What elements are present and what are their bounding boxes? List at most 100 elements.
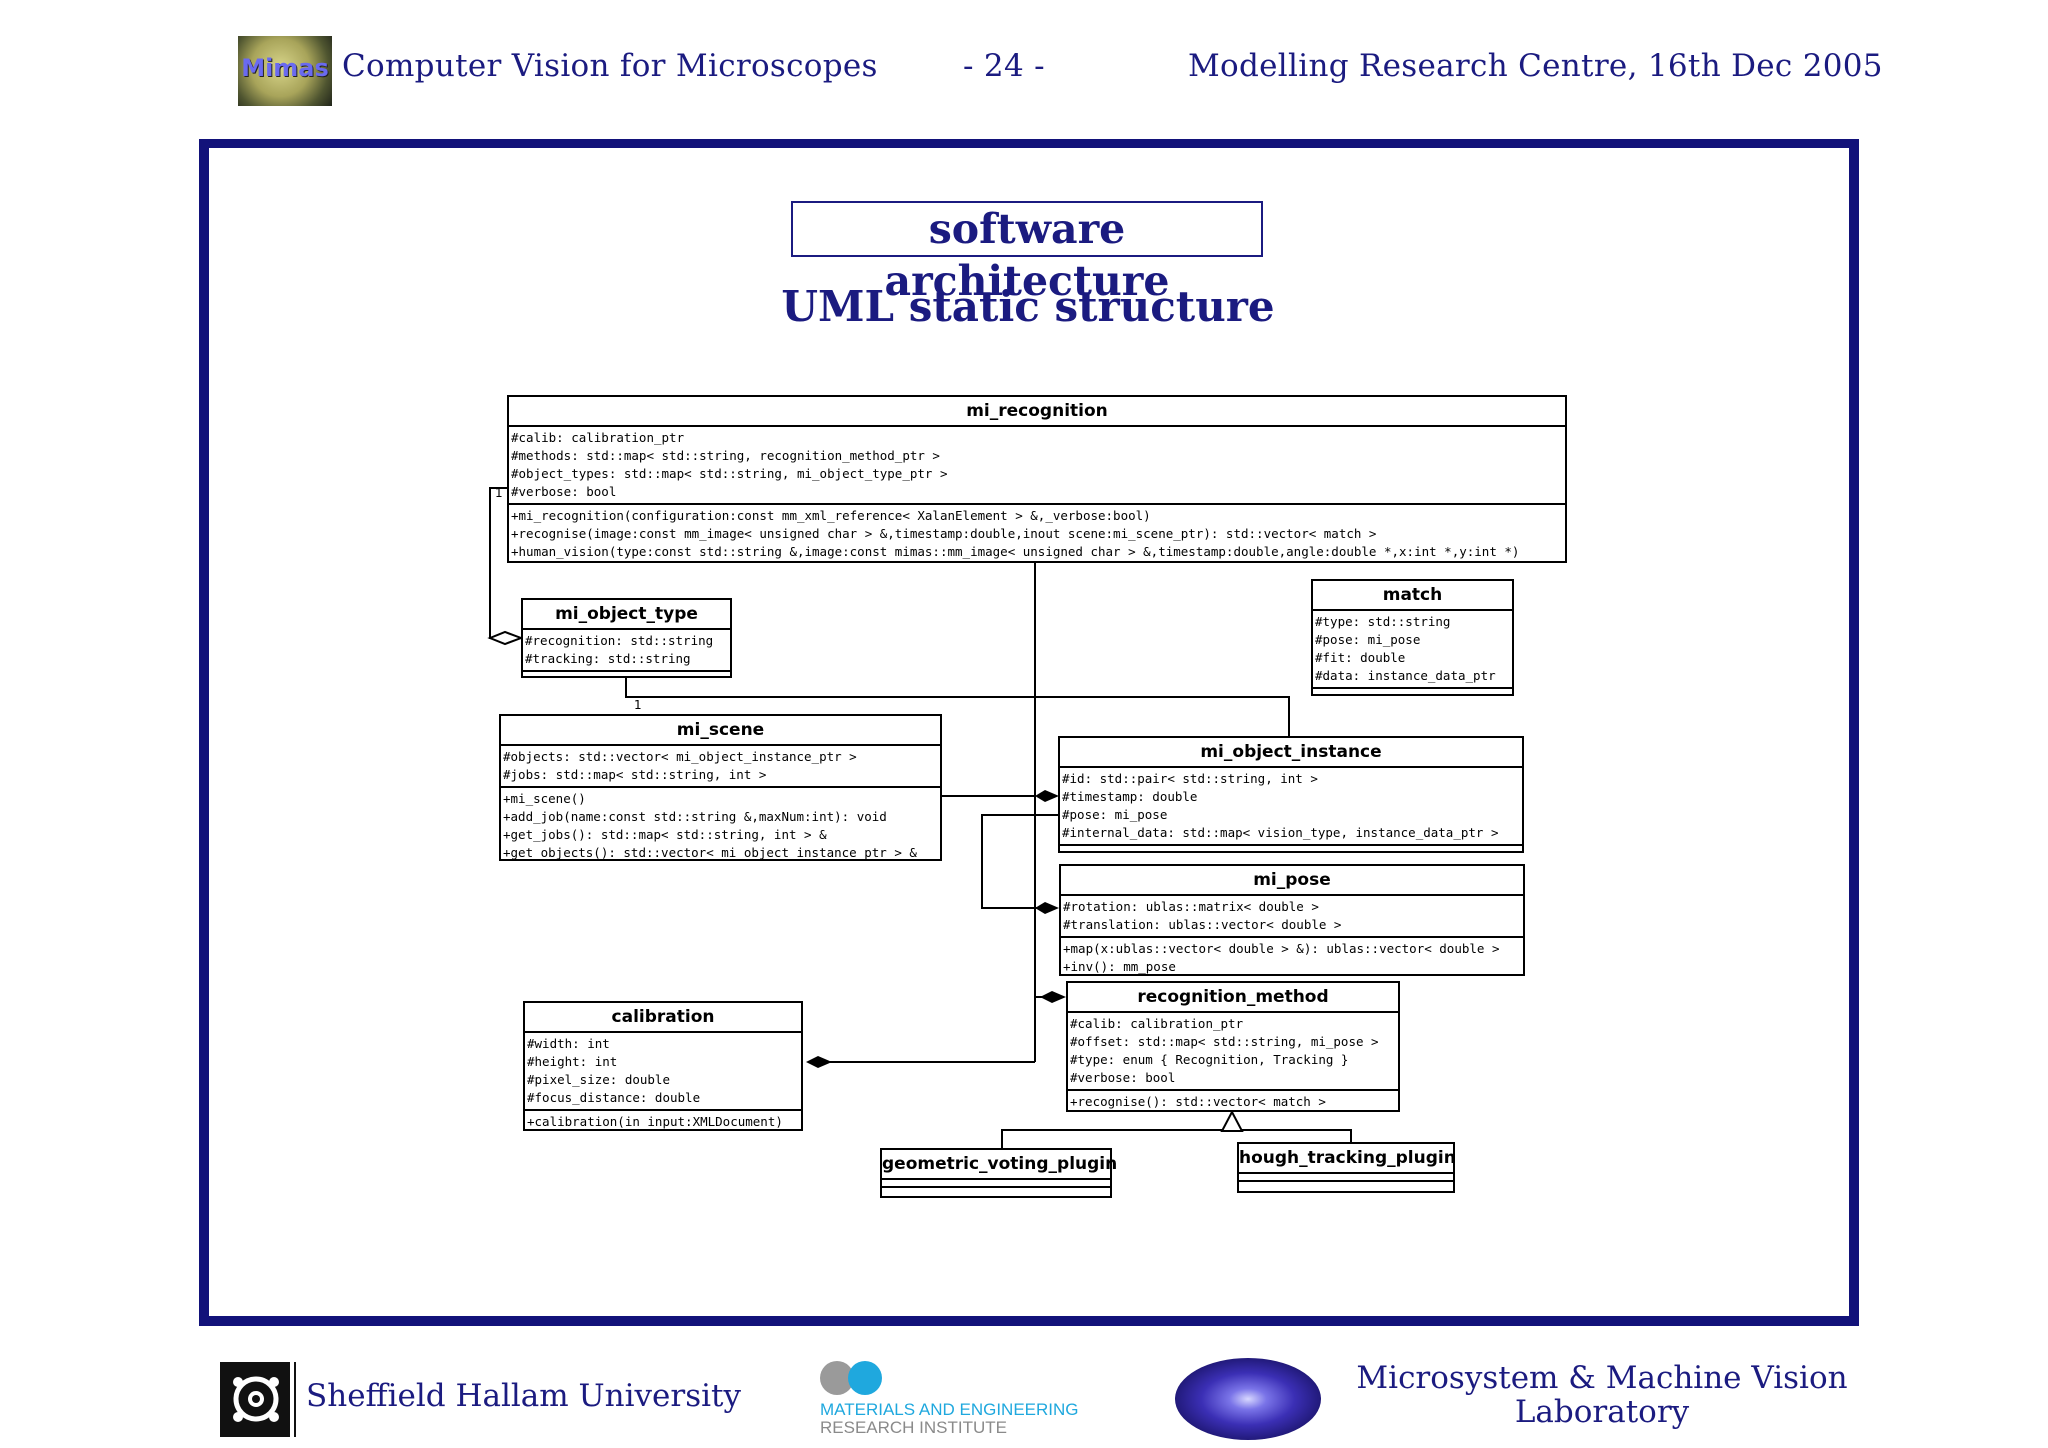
attribute: #objects: std::vector< mi_object_instanc…: [503, 749, 857, 764]
operations-section: [1060, 846, 1522, 852]
class-name: calibration: [525, 1003, 801, 1033]
attributes-section: #calib: calibration_ptr #offset: std::ma…: [1068, 1013, 1398, 1091]
operation: +human_vision(type:const std::string &,i…: [511, 544, 1520, 559]
attribute: #timestamp: double: [1062, 789, 1198, 804]
operations-section: +mi_recognition(configuration:const mm_x…: [509, 505, 1565, 563]
multiplicity-one: 1: [634, 698, 642, 712]
class-mi-scene: mi_scene #objects: std::vector< mi_objec…: [499, 714, 942, 861]
attribute: #type: enum { Recognition, Tracking }: [1070, 1052, 1349, 1067]
class-mi-recognition: mi_recognition #calib: calibration_ptr #…: [507, 395, 1567, 563]
class-name: mi_object_type: [523, 600, 730, 630]
attribute: #recognition: std::string: [525, 633, 714, 648]
class-recognition-method: recognition_method #calib: calibration_p…: [1066, 981, 1400, 1112]
operation: +calibration(in input:XMLDocument): [527, 1114, 783, 1129]
generalization-plugins: [1001, 1129, 1352, 1156]
attribute: #focus_distance: double: [527, 1090, 701, 1105]
header-right-title: Modelling Research Centre, 16th Dec 2005: [1188, 48, 1883, 84]
attribute: #internal_data: std::map< vision_type, i…: [1062, 825, 1499, 840]
class-name: mi_recognition: [509, 397, 1565, 427]
aggregation-diamond: [487, 630, 524, 646]
meri-line-1: MATERIALS AND ENGINEERING: [820, 1400, 1079, 1419]
operations-section: +calibration(in input:XMLDocument): [525, 1111, 801, 1133]
operation: +mi_recognition(configuration:const mm_x…: [511, 508, 1151, 523]
operations-section: [1239, 1182, 1453, 1188]
composition-diamond-calibration: [806, 1056, 832, 1068]
operations-section: [523, 672, 730, 678]
university-name: Sheffield Hallam University: [306, 1378, 741, 1414]
operation: +mi_scene(): [503, 791, 586, 806]
attribute: #calib: calibration_ptr: [1070, 1016, 1244, 1031]
composition-diamond-instance: [1035, 790, 1059, 802]
operations-section: [882, 1188, 1110, 1194]
shu-divider: [294, 1362, 296, 1437]
mimas-logo-text: Mimas: [241, 54, 329, 82]
meri-line-2: RESEARCH INSTITUTE: [820, 1418, 1008, 1437]
attributes-section: #id: std::pair< std::string, int > #time…: [1060, 768, 1522, 846]
attribute: #methods: std::map< std::string, recogni…: [511, 448, 940, 463]
class-hough-tracking-plugin: hough_tracking_plugin: [1237, 1142, 1456, 1193]
class-mi-object-instance: mi_object_instance #id: std::pair< std::…: [1058, 736, 1524, 853]
attribute: #height: int: [527, 1054, 618, 1069]
attributes-section: [1239, 1174, 1453, 1182]
operations-section: [1313, 689, 1512, 695]
class-mi-pose: mi_pose #rotation: ublas::matrix< double…: [1059, 864, 1525, 976]
lab-name-line-2: Laboratory: [1514, 1394, 1690, 1430]
operation: +get_objects(): std::vector< mi_object_i…: [503, 845, 917, 860]
operation: +recognise(image:const mm_image< unsigne…: [511, 526, 1377, 541]
operations-section: +recognise(): std::vector< match >: [1068, 1091, 1398, 1113]
attribute: #jobs: std::map< std::string, int >: [503, 767, 767, 782]
attributes-section: #recognition: std::string #tracking: std…: [523, 630, 730, 672]
class-name: mi_pose: [1061, 866, 1523, 896]
attributes-section: #rotation: ublas::matrix< double > #tran…: [1061, 896, 1523, 938]
composition-pose: [981, 814, 1060, 909]
attribute: #pose: mi_pose: [1315, 632, 1421, 647]
attribute: #verbose: bool: [1070, 1070, 1176, 1085]
attribute: #tracking: std::string: [525, 651, 691, 666]
sheffield-hallam-logo: [220, 1362, 290, 1437]
attribute: #data: instance_data_ptr: [1315, 668, 1496, 683]
operation: +inv(): mm_pose: [1063, 959, 1176, 974]
attribute: #offset: std::map< std::string, mi_pose …: [1070, 1034, 1379, 1049]
attribute: #fit: double: [1315, 650, 1406, 665]
attribute: #translation: ublas::vector< double >: [1063, 917, 1342, 932]
class-name: geometric_voting_plugin: [882, 1150, 1117, 1180]
attribute: #pixel_size: double: [527, 1072, 670, 1087]
attribute: #width: int: [527, 1036, 610, 1051]
slide-frame: [199, 139, 1859, 1326]
shu-emblem-icon: [233, 1376, 279, 1422]
composition-diamond-pose: [1035, 902, 1059, 914]
operations-section: +mi_scene() +add_job(name:const std::str…: [501, 788, 940, 864]
page-number: - 24 -: [963, 48, 1045, 84]
attribute: #calib: calibration_ptr: [511, 430, 685, 445]
lab-name-line-1: Microsystem & Machine Vision: [1356, 1360, 1848, 1396]
operation: +add_job(name:const std::string &,maxNum…: [503, 809, 887, 824]
header-left-title: Computer Vision for Microscopes: [342, 48, 878, 84]
operation: +get_jobs(): std::map< std::string, int …: [503, 827, 827, 842]
class-name: mi_scene: [501, 716, 940, 746]
class-name: mi_object_instance: [1060, 738, 1522, 768]
attribute: #type: std::string: [1315, 614, 1451, 629]
slide-subtitle: UML static structure: [781, 282, 1275, 331]
mmvl-eye-logo: [1175, 1358, 1321, 1440]
attributes-section: #calib: calibration_ptr #methods: std::m…: [509, 427, 1565, 505]
class-geometric-voting-plugin: geometric_voting_plugin: [880, 1148, 1117, 1198]
generalization-triangle: [1220, 1109, 1244, 1132]
attribute: #rotation: ublas::matrix< double >: [1063, 899, 1319, 914]
meri-blue-circle: [848, 1361, 882, 1395]
mimas-logo: Mimas: [238, 36, 332, 106]
operation: +recognise(): std::vector< match >: [1070, 1094, 1326, 1109]
class-name: match: [1313, 581, 1512, 611]
class-calibration: calibration #width: int #height: int #pi…: [523, 1001, 803, 1131]
attribute: #object_types: std::map< std::string, mi…: [511, 466, 948, 481]
attributes-section: #objects: std::vector< mi_object_instanc…: [501, 746, 940, 788]
class-mi-object-type: mi_object_type #recognition: std::string…: [521, 598, 732, 678]
operations-section: +map(x:ublas::vector< double > &): ublas…: [1061, 938, 1523, 978]
class-match: match #type: std::string #pose: mi_pose …: [1311, 579, 1514, 696]
attribute: #pose: mi_pose: [1062, 807, 1168, 822]
attributes-section: #type: std::string #pose: mi_pose #fit: …: [1313, 611, 1512, 689]
slide-title: software architecture: [791, 201, 1263, 305]
multiplicity-one-recognition: 1: [495, 486, 503, 500]
operation: +map(x:ublas::vector< double > &): ublas…: [1063, 941, 1500, 956]
class-name: recognition_method: [1068, 983, 1398, 1013]
